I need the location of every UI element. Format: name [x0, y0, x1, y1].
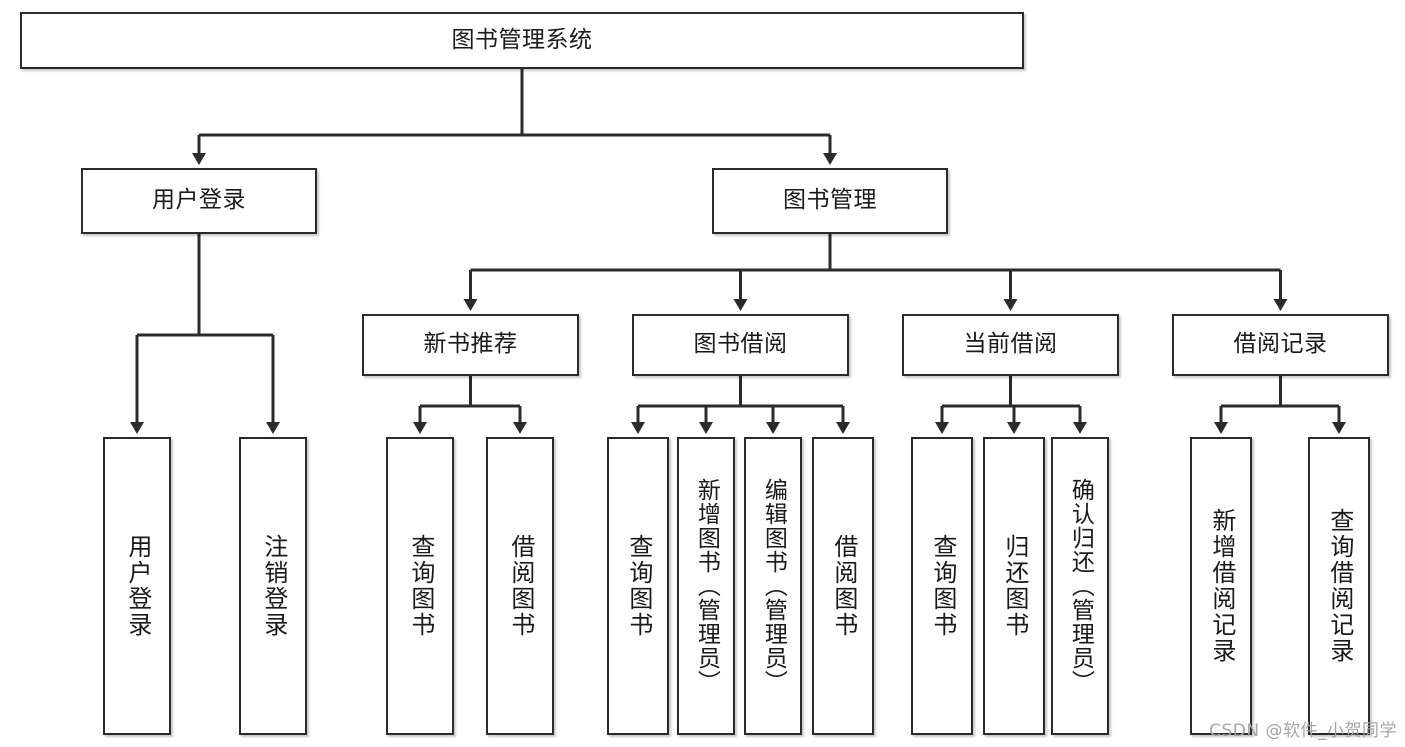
- leaf-box-7[interactable]: 借阅图书: [812, 437, 874, 735]
- leaf-label-1: 注销登录: [259, 534, 288, 638]
- level3-box-2[interactable]: 当前借阅: [902, 314, 1119, 376]
- leaf-box-2[interactable]: 查询图书: [386, 437, 454, 735]
- level3-label-0: 新书推荐: [423, 331, 518, 358]
- leaf-label-2: 查询图书: [406, 534, 435, 638]
- leaf-label-11: 新增借阅记录: [1207, 508, 1236, 664]
- leaf-box-11[interactable]: 新增借阅记录: [1190, 437, 1252, 735]
- leaf-label-4: 查询图书: [624, 534, 653, 638]
- leaf-label-12: 查询借阅记录: [1325, 508, 1354, 664]
- leaf-box-3[interactable]: 借阅图书: [486, 437, 554, 735]
- leaf-box-12[interactable]: 查询借阅记录: [1308, 437, 1370, 735]
- leaf-label-10: 确认归还（管理员）: [1067, 478, 1094, 694]
- level2-label-0: 用户登录: [152, 187, 246, 214]
- level2-box-0[interactable]: 用户登录: [81, 168, 317, 234]
- leaf-label-8: 查询图书: [928, 534, 957, 638]
- leaf-label-7: 借阅图书: [829, 534, 858, 638]
- level3-box-3[interactable]: 借阅记录: [1172, 314, 1389, 376]
- level2-label-1: 图书管理: [783, 187, 877, 214]
- leaf-label-5: 新增图书（管理员）: [693, 478, 720, 694]
- leaf-box-4[interactable]: 查询图书: [607, 437, 669, 735]
- leaf-box-0[interactable]: 用户登录: [103, 437, 171, 735]
- leaf-box-8[interactable]: 查询图书: [911, 437, 973, 735]
- level3-label-1: 图书借阅: [693, 331, 788, 358]
- level3-label-3: 借阅记录: [1233, 331, 1328, 358]
- leaf-box-5[interactable]: 新增图书（管理员）: [677, 437, 735, 735]
- leaf-label-3: 借阅图书: [506, 534, 535, 638]
- leaf-box-10[interactable]: 确认归还（管理员）: [1051, 437, 1109, 735]
- root-box-0[interactable]: 图书管理系统: [20, 12, 1024, 69]
- leaf-label-9: 归还图书: [1000, 534, 1029, 638]
- leaf-box-1[interactable]: 注销登录: [239, 437, 307, 735]
- leaf-label-6: 编辑图书（管理员）: [760, 478, 787, 694]
- level3-label-2: 当前借阅: [963, 331, 1058, 358]
- level3-box-0[interactable]: 新书推荐: [362, 314, 579, 376]
- leaf-box-6[interactable]: 编辑图书（管理员）: [744, 437, 802, 735]
- level2-box-1[interactable]: 图书管理: [712, 168, 948, 234]
- root-label-0: 图书管理系统: [451, 26, 593, 53]
- csdn-watermark: CSDN @软件_小贺同学: [1209, 721, 1397, 741]
- level3-box-1[interactable]: 图书借阅: [632, 314, 849, 376]
- leaf-box-9[interactable]: 归还图书: [983, 437, 1045, 735]
- leaf-label-0: 用户登录: [123, 534, 152, 638]
